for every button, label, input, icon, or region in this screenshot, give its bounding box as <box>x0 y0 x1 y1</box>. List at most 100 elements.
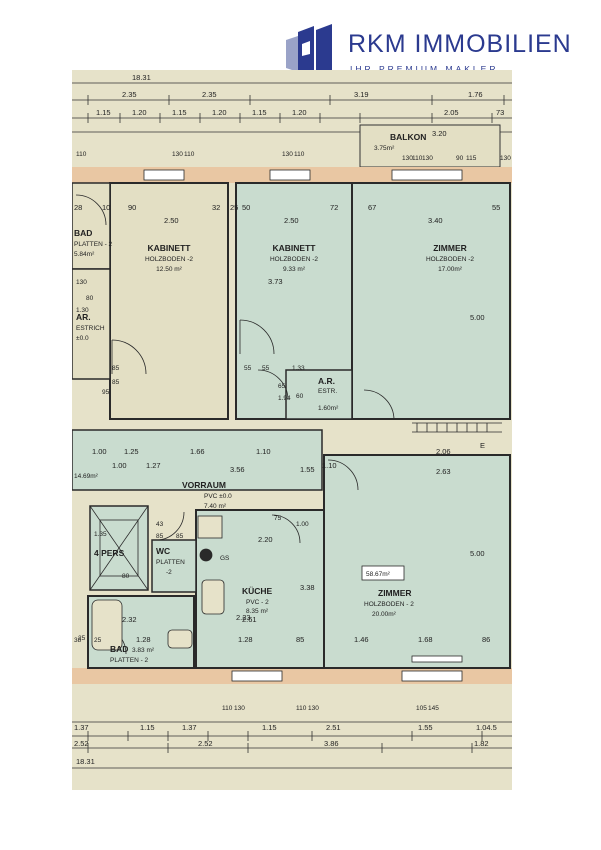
dimension-label: 110 <box>412 155 423 162</box>
dimension-label: 130 <box>500 155 511 162</box>
dimension-label: 85 <box>156 533 164 540</box>
dimension-label: 2.50 <box>284 216 299 225</box>
dimension-label: 110 <box>76 151 87 158</box>
dimension-label: 1.33 <box>292 365 305 372</box>
dimension-label: 1.66 <box>190 447 205 456</box>
ar-left-area: ±0.0 <box>76 335 89 342</box>
dimension-label: 2.52 <box>74 739 89 748</box>
dimension-label: 3.56 <box>230 465 245 474</box>
room-zimmer-1 <box>351 182 511 420</box>
dimension-label: 10 <box>102 203 110 212</box>
dimension-label: 43 <box>156 521 164 528</box>
dimension-label: 3.19 <box>354 90 369 99</box>
dimension-label: 3.40 <box>428 216 443 225</box>
dimension-label: 1.35 <box>94 531 107 538</box>
dimension-label: 130 <box>308 705 319 712</box>
dimension-label: 1.10 <box>256 447 271 456</box>
ar-mid-name: A.R. <box>318 376 335 386</box>
dimension-label: 1.27 <box>146 461 161 470</box>
dimension-label: 90 <box>128 203 136 212</box>
dimension-label: 67 <box>368 203 376 212</box>
dimension-label: 130 <box>422 155 433 162</box>
dimension-label: 1.37 <box>74 723 89 732</box>
dimension-label: 2.61 <box>242 615 257 624</box>
dim-bottom-total: 18.31 <box>76 757 95 766</box>
vorraum-floor: PVC ±0.0 <box>204 493 232 500</box>
dim-top-total: 18.31 <box>132 73 151 82</box>
dimension-label: 2.06 <box>436 447 451 456</box>
dim-balkon-width: 3.20 <box>432 129 447 138</box>
dimension-label: 2.20 <box>258 535 273 544</box>
dimension-label: 25 <box>78 635 86 642</box>
bad-top-floor: PLATTEN - 2 <box>74 241 113 248</box>
kueche-name: KÜCHE <box>242 586 273 596</box>
dims-row-a: 28 10 90 2.50 32 25 50 2.50 72 67 3.40 5… <box>74 203 500 225</box>
dimension-label: 80 <box>122 573 130 580</box>
dimension-label: 86 <box>482 635 490 644</box>
bad-bottom-name: BAD <box>110 644 128 654</box>
dimension-label: 145 <box>428 705 439 712</box>
ar-mid-area: 1.60m² <box>318 405 339 412</box>
dimension-label: 1.76 <box>468 90 483 99</box>
dimension-label: 65 <box>278 383 286 390</box>
dimension-label: 1.20 <box>212 108 227 117</box>
dimension-label: 1.15 <box>262 723 277 732</box>
dimension-label: 1.15 <box>252 108 267 117</box>
dimension-label: 5.00 <box>470 313 485 322</box>
room-kabinett-1 <box>109 182 229 420</box>
room-ar-mid <box>285 369 353 420</box>
dimension-label: 55 <box>262 365 270 372</box>
dimension-label: 1.15 <box>140 723 155 732</box>
dimension-label: 130 <box>172 151 183 158</box>
dimension-label: 1.04.5 <box>476 723 497 732</box>
dimension-label: 130 <box>76 279 87 286</box>
dimension-label: 3.86 <box>324 739 339 748</box>
dimension-label: 75 <box>274 515 282 522</box>
dimension-label: 105 <box>416 705 427 712</box>
dimension-label: 2.35 <box>202 90 217 99</box>
dimension-label: 25 <box>94 637 102 644</box>
dimension-label: 1.46 <box>354 635 369 644</box>
kabinett-1-name: KABINETT <box>148 243 192 253</box>
dimension-label: 73 <box>496 108 504 117</box>
kabinett-2-name: KABINETT <box>273 243 317 253</box>
dimension-label: 130 <box>402 155 413 162</box>
dimension-label: 1.28 <box>136 635 151 644</box>
dimension-label: 1.94 <box>278 395 291 402</box>
dimension-label: 1.15 <box>96 108 111 117</box>
pers-label: 4 PERS <box>94 548 125 558</box>
vorraum-name: VORRAUM <box>182 480 226 490</box>
dimension-label: 55 <box>492 203 500 212</box>
ar-left-floor: ESTRICH <box>76 325 105 332</box>
dimension-label: 50 <box>242 203 250 212</box>
dims-v-left: 130 80 1.30 85 95 <box>76 279 120 396</box>
dimension-label: 55 <box>244 365 252 372</box>
gs-label: GS <box>220 555 230 562</box>
bad-top-name: BAD <box>74 228 92 238</box>
dims-bottom-small: 110 130 110 130 105 145 <box>222 705 439 712</box>
dimension-label: 130 <box>234 705 245 712</box>
dimension-label: 1.20 <box>132 108 147 117</box>
dimension-label: 1.15 <box>172 108 187 117</box>
dimension-label: 3.38 <box>300 583 315 592</box>
room-ar-left <box>72 268 111 380</box>
dims-inner: 55 55 1.33 65 85 60 43 85 85 2.20 1.00 8… <box>78 365 309 642</box>
brand-logo: RKM IMMOBILIEN IHR PREMIUM MAKLER <box>286 22 586 82</box>
dimension-label: 115 <box>466 155 477 162</box>
wc-area: -2 <box>166 569 172 576</box>
dimension-label: 32 <box>212 203 220 212</box>
dims-top-row2: 1.15 1.20 1.15 1.20 1.15 1.20 2.05 73 <box>96 108 504 117</box>
dims-bottom-row1: 25 38 1.28 1.28 85 1.46 1.68 86 <box>74 635 490 644</box>
dims-mid-row2: 1.00 1.27 3.56 1.55 2.63 1.10 <box>112 461 451 476</box>
kueche-area: 8.35 m² <box>246 608 269 615</box>
dimension-label: 72 <box>330 203 338 212</box>
dimension-label: 90 <box>456 155 464 162</box>
dimension-label: 1.55 <box>418 723 433 732</box>
zimmer-2-floor: HOLZBODEN - 2 <box>364 601 414 608</box>
floor-plan: KABINETT HOLZBODEN -2 12.50 m² KABINETT … <box>72 70 512 790</box>
zimmer-2-name: ZIMMER <box>378 588 412 598</box>
dimension-label: E <box>480 441 485 450</box>
dimension-label: 110 <box>222 705 233 712</box>
dims-mid-row: 1.00 1.25 1.66 1.10 2.06 E <box>92 441 485 456</box>
dimension-label: 5.00 <box>470 549 485 558</box>
